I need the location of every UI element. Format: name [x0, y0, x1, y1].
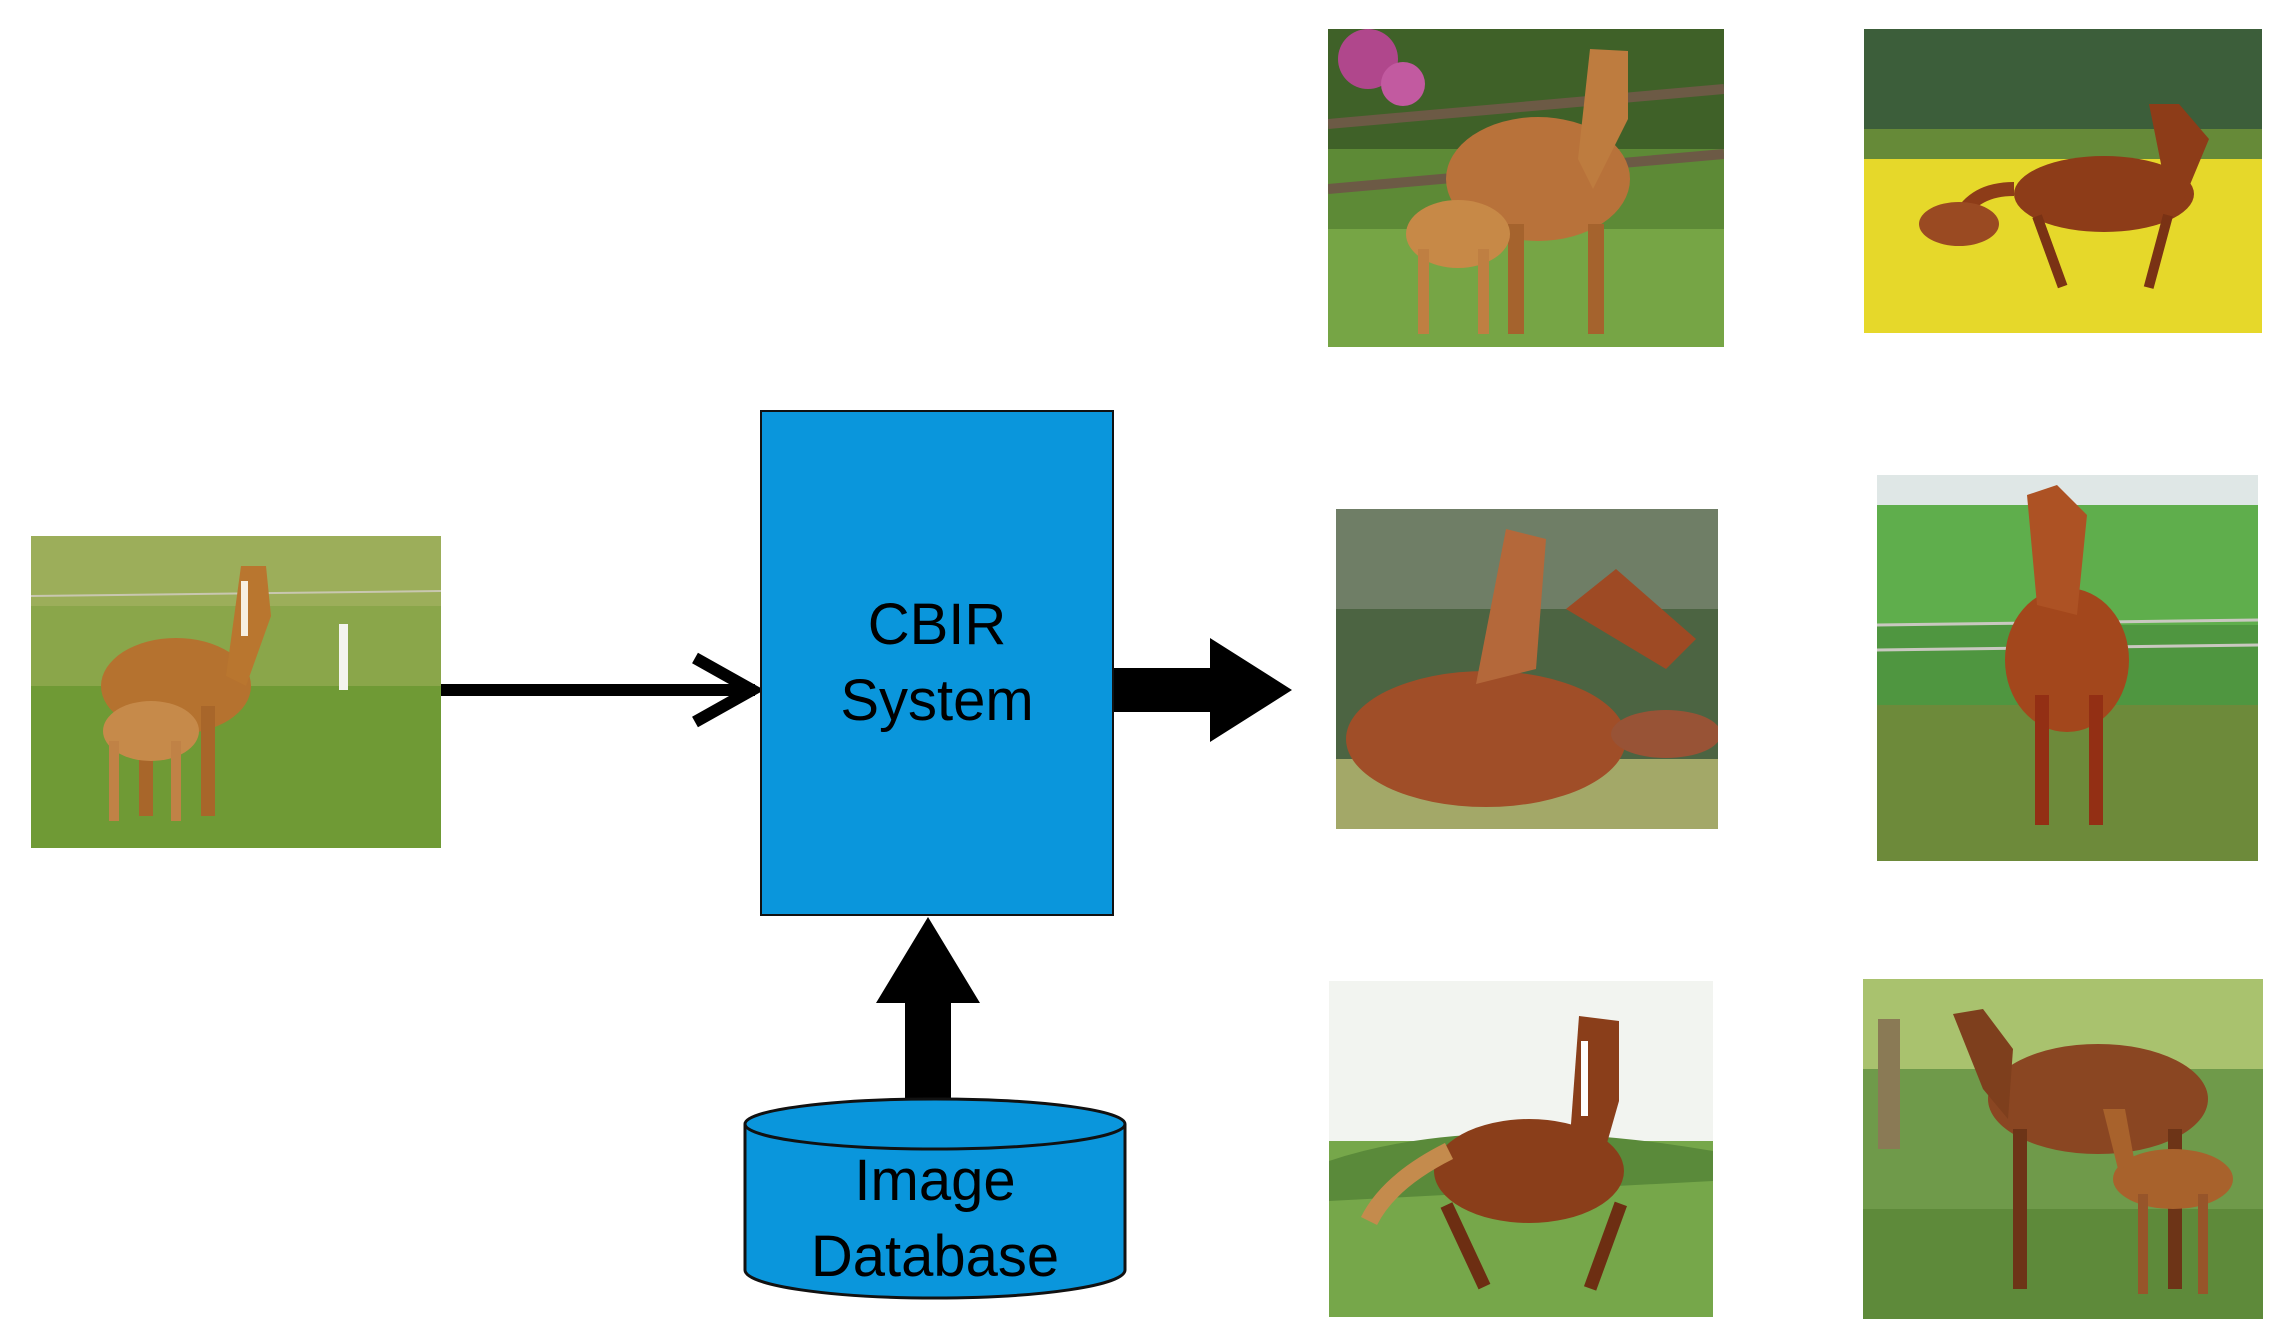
- query-image: [31, 536, 441, 848]
- output-arrow: [1114, 638, 1292, 742]
- result-image-4: [1877, 475, 2258, 861]
- result-image-5: [1329, 981, 1713, 1317]
- cbir-system-label-line2: System: [840, 668, 1034, 733]
- database-label-line1: Image: [854, 1148, 1016, 1213]
- image-database-label: Image Database: [745, 1143, 1125, 1295]
- database-arrow: [876, 917, 980, 1098]
- cbir-system-box: CBIR System: [760, 410, 1114, 916]
- database-label-line2: Database: [810, 1224, 1060, 1289]
- result-image-2: [1864, 29, 2262, 333]
- result-image-3: [1336, 509, 1718, 829]
- database-cylinder: [743, 1097, 1127, 1300]
- result-image-1: [1328, 29, 1724, 347]
- cbir-system-label-line1: CBIR: [867, 592, 1007, 657]
- input-arrow-head: [692, 652, 765, 728]
- result-image-6: [1863, 979, 2263, 1319]
